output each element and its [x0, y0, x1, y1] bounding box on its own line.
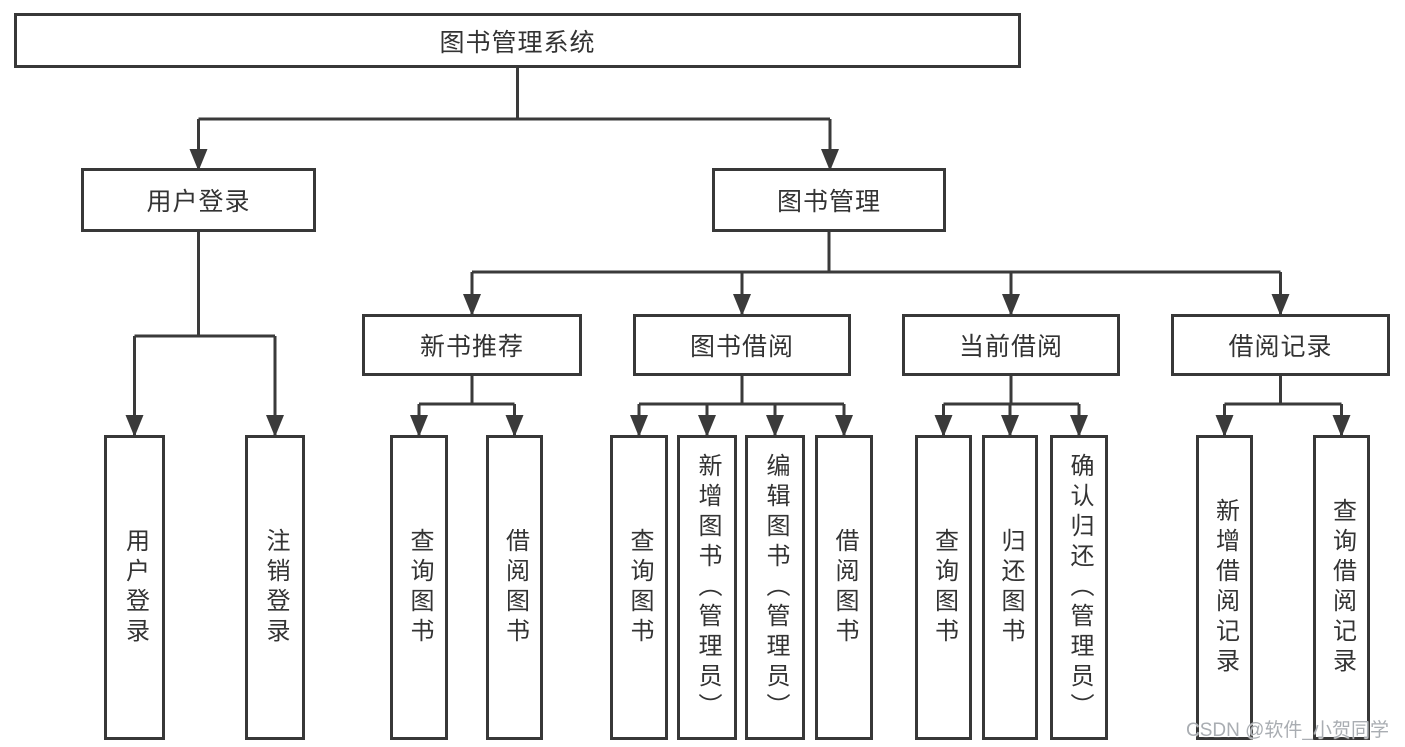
node-label: 新书推荐	[419, 333, 524, 361]
leaf-query-books-borrowing: 查询图书	[610, 435, 668, 740]
node-label: 用户登录	[146, 188, 251, 216]
node-label: 查询借阅记录	[1328, 497, 1356, 678]
leaf-confirm-return-admin: 确认归还（管理员）	[1050, 435, 1108, 740]
node-label: 借阅记录	[1228, 333, 1333, 361]
node-label: 图书管理系统	[439, 28, 596, 57]
leaf-user-login: 用户登录	[104, 435, 165, 740]
node-book-management: 图书管理	[712, 168, 946, 232]
node-user-login: 用户登录	[81, 168, 316, 232]
node-label: 借阅图书	[501, 527, 529, 648]
node-label: 编辑图书（管理员）	[762, 452, 789, 723]
node-label: 图书管理	[776, 188, 881, 216]
node-label: 当前借阅	[958, 333, 1063, 361]
csdn-watermark: CSDN @软件_小贺同学	[1186, 720, 1389, 741]
node-label: 查询图书	[626, 527, 653, 648]
node-label: 归还图书	[997, 527, 1024, 648]
leaf-query-books-recommend: 查询图书	[390, 435, 448, 740]
leaf-borrow-books-recommend: 借阅图书	[486, 435, 543, 740]
node-label: 确认归还（管理员）	[1066, 452, 1093, 723]
node-label: 图书借阅	[689, 333, 794, 361]
node-label: 借阅图书	[831, 527, 858, 648]
node-label: 用户登录	[121, 527, 149, 648]
node-current-borrowing: 当前借阅	[902, 314, 1120, 376]
node-label: 查询图书	[406, 527, 433, 648]
node-label: 新增借阅记录	[1211, 497, 1239, 678]
node-label: 新增图书（管理员）	[694, 452, 721, 723]
leaf-edit-book-admin: 编辑图书（管理员）	[745, 435, 805, 740]
node-borrowing-records: 借阅记录	[1171, 314, 1390, 376]
node-new-book-recommendation: 新书推荐	[362, 314, 582, 376]
leaf-query-borrow-record: 查询借阅记录	[1313, 435, 1370, 740]
leaf-return-books: 归还图书	[982, 435, 1038, 740]
leaf-logout-login: 注销登录	[245, 435, 305, 740]
leaf-add-borrow-record: 新增借阅记录	[1196, 435, 1253, 740]
node-label: 注销登录	[262, 527, 289, 648]
leaf-borrow-books-borrowing: 借阅图书	[815, 435, 873, 740]
leaf-add-book-admin: 新增图书（管理员）	[677, 435, 737, 740]
node-book-borrowing: 图书借阅	[633, 314, 851, 376]
node-label: 查询图书	[930, 527, 958, 648]
leaf-query-books-current: 查询图书	[915, 435, 972, 740]
node-library-management-system: 图书管理系统	[14, 13, 1021, 68]
